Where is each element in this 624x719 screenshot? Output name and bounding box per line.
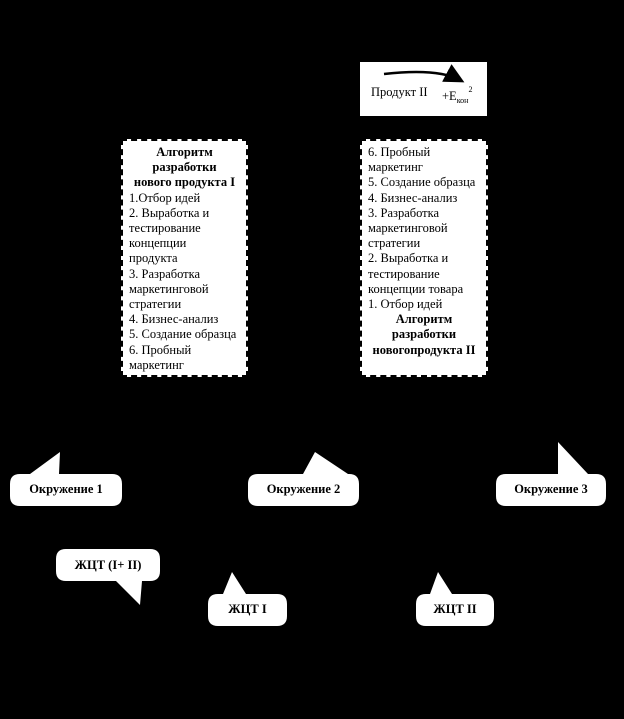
algorithm-1-steps: 1.Отбор идей 2. Выработка и тестирование… (129, 190, 237, 372)
product-arrow (383, 64, 465, 83)
product-energy: +Eкон2 (442, 85, 473, 105)
environment-1-callout: Окружение 1 (10, 450, 122, 506)
lifecycle-combined-label: ЖЦТ (I+ II) (74, 558, 142, 572)
algorithm-box-1: Алгоритм разработки нового продукта I 1.… (121, 139, 248, 377)
lifecycle-2-callout: ЖЦТ II (416, 572, 494, 626)
algorithm-2-steps: 6. Пробный маркетинг 5. Создание образца… (368, 145, 476, 312)
environment-1-label: Окружение 1 (29, 482, 103, 496)
lifecycle-combined-callout: ЖЦТ (I+ II) (56, 549, 160, 605)
environment-2-callout: Окружение 2 (248, 452, 359, 506)
environment-3-label: Окружение 3 (514, 482, 588, 496)
algorithm-box-2: 6. Пробный маркетинг 5. Создание образца… (360, 139, 488, 377)
environment-3-callout: Окружение 3 (496, 440, 606, 506)
lifecycle-2-label: ЖЦТ II (433, 602, 477, 616)
algorithm-1-title: Алгоритм разработки нового продукта I (133, 145, 236, 190)
environment-2-label: Окружение 2 (266, 482, 341, 496)
algorithm-2-title: Алгоритм разработки новогопродукта II (372, 312, 476, 357)
product-box: Продукт II +Eкон2 (360, 62, 487, 116)
lifecycle-1-callout: ЖЦТ I (208, 572, 287, 626)
product-label: Продукт II (371, 85, 428, 99)
lifecycle-1-label: ЖЦТ I (228, 602, 267, 616)
